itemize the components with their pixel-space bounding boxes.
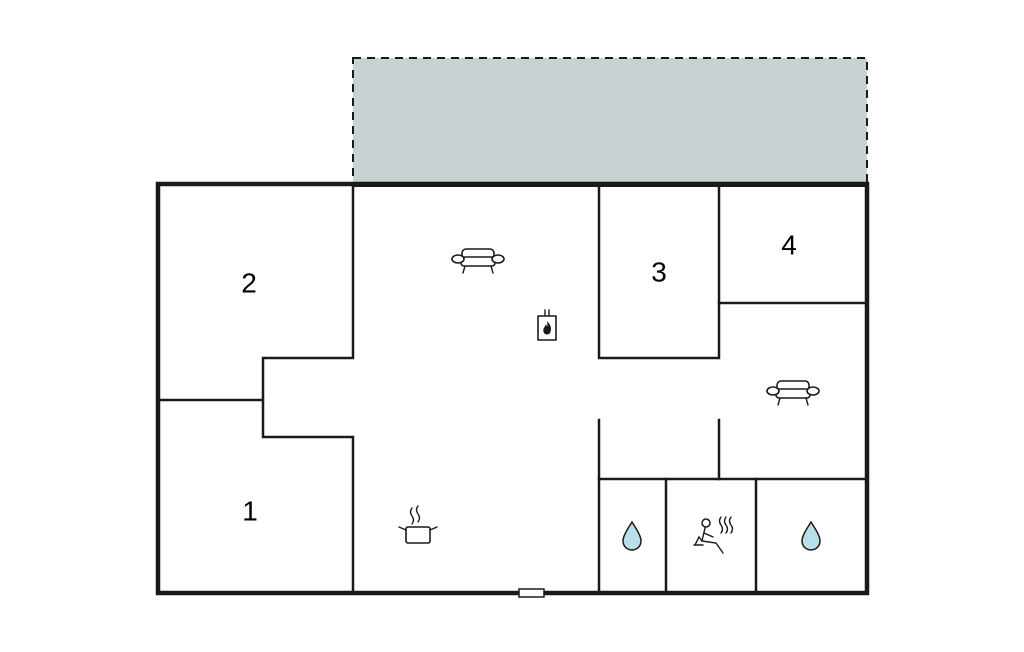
kitchen-pot-icon xyxy=(398,505,438,544)
water-drop-icon xyxy=(622,520,642,551)
water-drop-icon xyxy=(801,520,821,551)
terrace-top-wall xyxy=(353,182,867,187)
entrance-door xyxy=(518,588,545,598)
interior-walls xyxy=(156,182,869,595)
fireplace-icon xyxy=(537,309,557,341)
sofa-icon xyxy=(766,380,820,406)
room-2-label: 2 xyxy=(241,268,257,299)
sauna-icon xyxy=(693,516,734,554)
room-4-label: 4 xyxy=(781,230,797,261)
room-1-label: 1 xyxy=(242,496,258,527)
terrace-area xyxy=(352,57,868,185)
room-3-label: 3 xyxy=(651,257,667,288)
outer-wall xyxy=(155,181,870,596)
sofa-icon xyxy=(451,248,505,274)
